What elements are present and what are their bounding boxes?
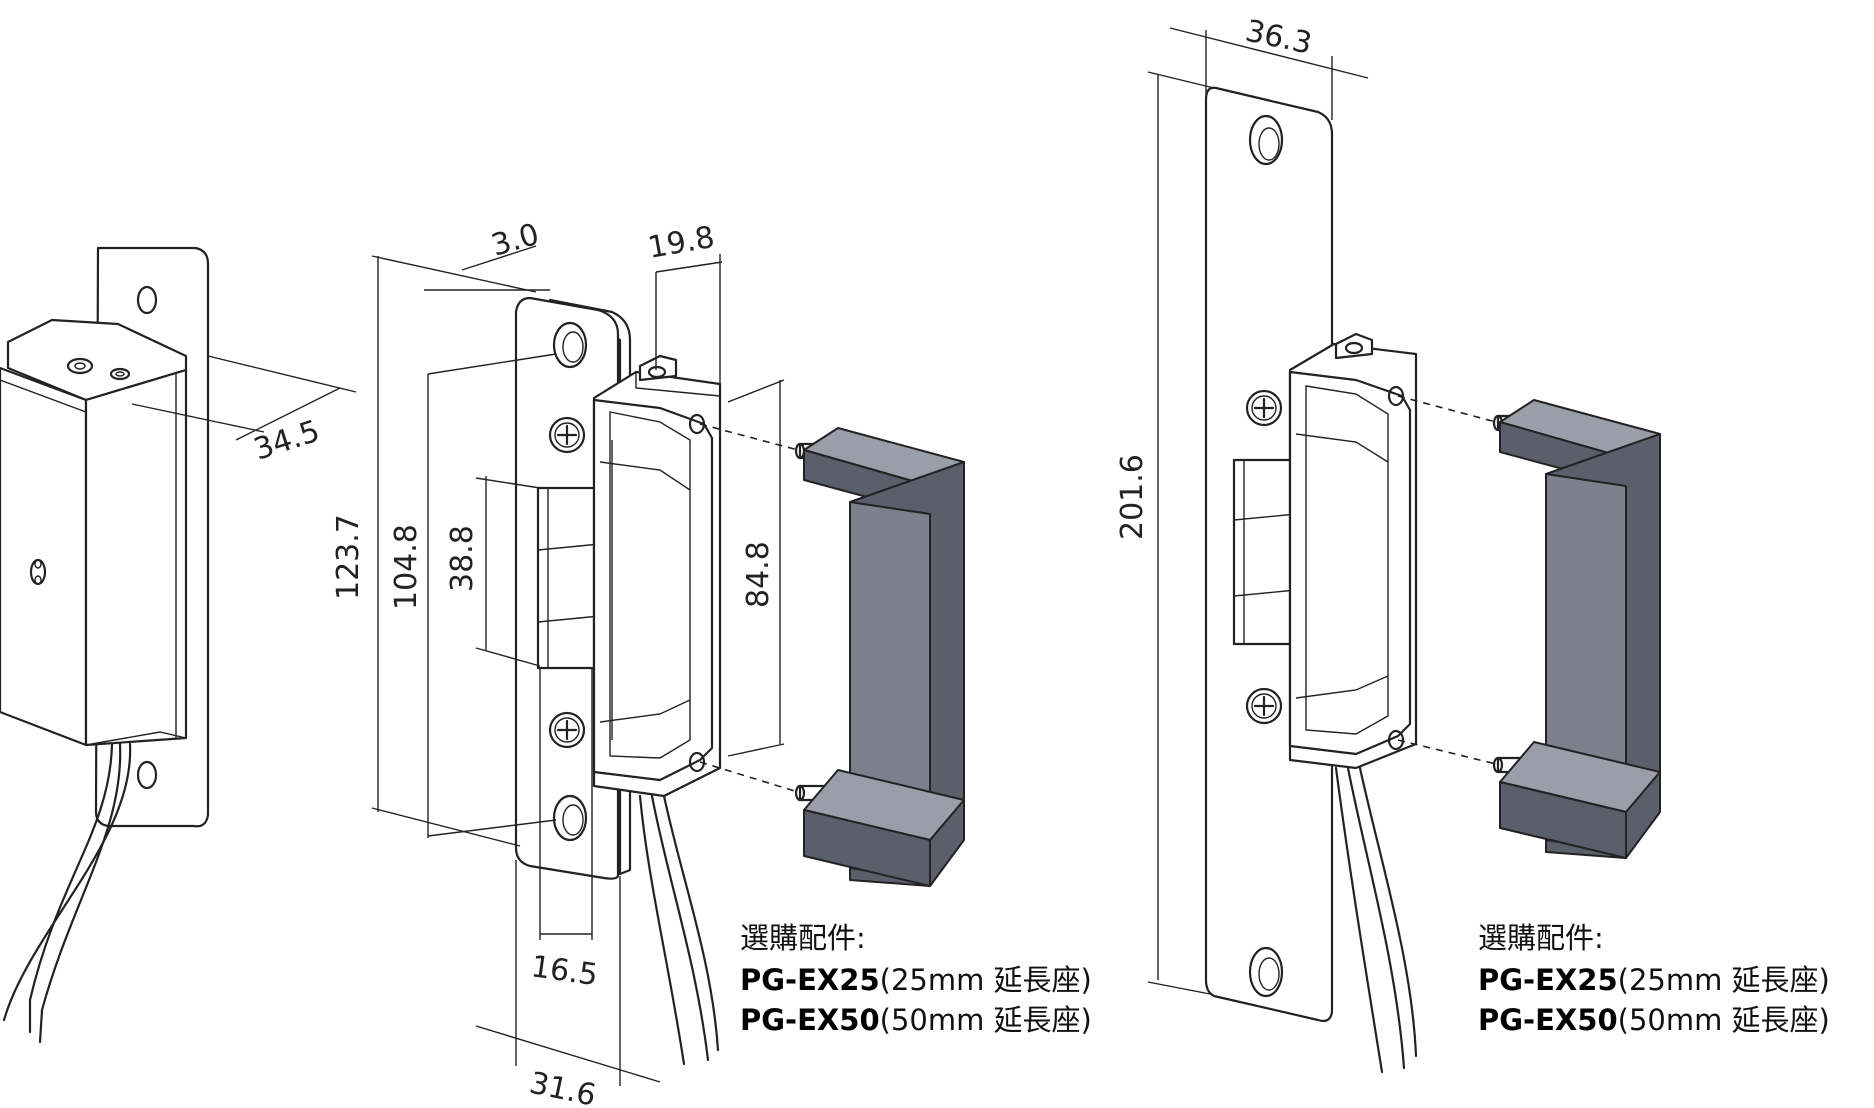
phillips-screw-icon [1245,687,1283,725]
mounting-hole-icon [136,285,158,315]
mounting-hole-icon [552,321,588,369]
strike-lip [592,398,714,782]
dim-side-depth: 34.5 [250,414,324,468]
side-view: 34.5 [0,246,357,1044]
wire [1346,766,1406,1070]
wire [650,794,710,1062]
dim-faceplate-thickness: 3.0 [488,217,544,264]
phillips-screw-icon [548,416,586,454]
phillips-screw-icon [1245,389,1283,427]
wire [2,742,132,1022]
accessories-left: 選購配件: PG-EX25(25mm 延長座) PG-EX50(50mm 延長座… [740,921,1092,1037]
mounting-hole-icon [1248,114,1284,166]
dim-keeper-opening-width: 16.5 [529,949,600,993]
side-body-right [84,368,188,747]
dim-long-plate-width: 36.3 [1242,14,1315,62]
dim-body-depth: 19.8 [645,220,717,266]
extension-accessory-middle: 84.8 [699,379,965,887]
side-body-top [6,318,188,402]
side-body-front [0,366,88,747]
dim-hole-spacing: 104.8 [389,524,424,610]
wire [1334,766,1384,1074]
phillips-screw-icon [548,711,586,749]
dim-long-plate-height: 201.6 [1115,454,1150,540]
accessories-title: 選購配件: [1478,921,1604,955]
dim-short-plate-height: 123.7 [331,514,366,600]
wire [28,742,114,1034]
mounting-hole-icon [552,794,588,842]
mounting-hole-icon [1248,946,1284,998]
accessories-title: 選購配件: [740,921,866,955]
accessory-item: PG-EX50(50mm 延長座) [740,1003,1092,1037]
wire [1358,766,1418,1058]
front-view: 3.0 19.8 123.7 104.8 38.8 16.5 31.6 [331,217,723,1108]
wire [638,794,686,1066]
dim-keeper-opening-height: 38.8 [445,525,480,592]
wire [38,742,122,1044]
accessories-right: 選購配件: PG-EX25(25mm 延長座) PG-EX50(50mm 延長座… [1478,921,1830,1037]
mounting-hole-icon [136,760,158,790]
long-faceplate-view: 36.3 201.6 [1115,14,1418,1074]
accessory-item: PG-EX50(50mm 延長座) [1478,1003,1830,1037]
extension-accessory-right [1397,395,1661,859]
dim-short-plate-width: 31.6 [526,1066,599,1108]
accessory-item: PG-EX25(25mm 延長座) [740,963,1092,997]
accessory-item: PG-EX25(25mm 延長座) [1478,963,1830,997]
wire [662,794,720,1052]
dim-accessory-height: 84.8 [741,541,776,608]
front-faceplate-edge [548,298,632,876]
